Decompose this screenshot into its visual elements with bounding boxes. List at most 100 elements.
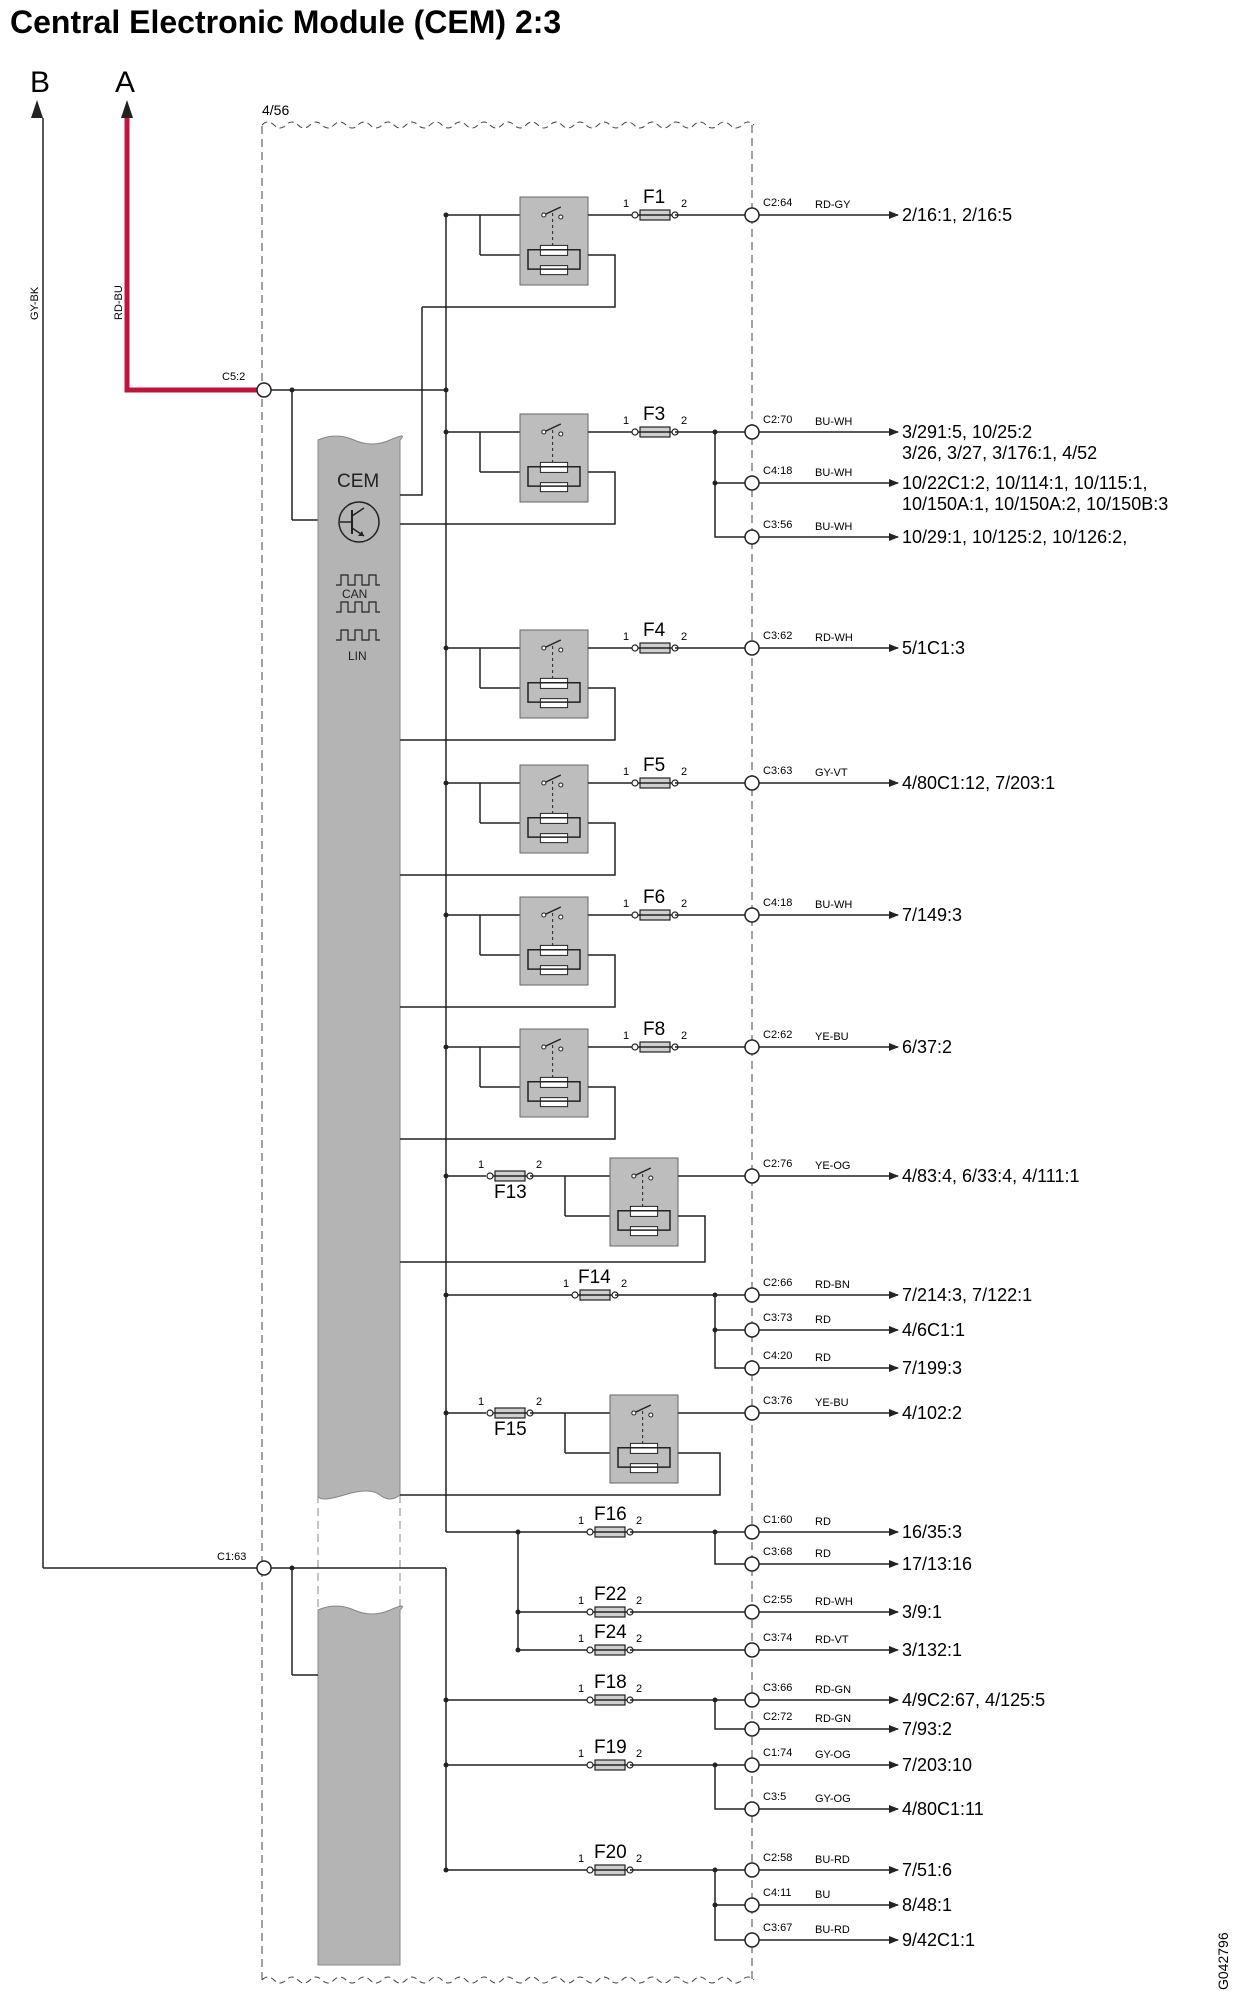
page-title: Central Electronic Module (CEM) 2:3: [10, 4, 561, 40]
control-wire: [400, 687, 616, 741]
destination-ref: 7/93:2: [902, 1719, 952, 1739]
relay-resistor: [539, 833, 569, 844]
connector-pin: C2:70: [763, 414, 792, 426]
fuse-pin-label: 1: [623, 631, 629, 643]
connector-terminal: [744, 1405, 760, 1421]
destination-ref: 7/199:3: [902, 1358, 962, 1378]
wire-color: GY-VT: [815, 767, 848, 779]
destination-ref: 3/132:1: [902, 1640, 962, 1660]
relay-terminal: [558, 214, 564, 220]
fuse-pin-label: 2: [536, 1159, 542, 1171]
connector-terminal: [744, 1556, 760, 1572]
connector-c5-2-terminal: [256, 382, 272, 398]
connector-pin: C3:74: [763, 1632, 792, 1644]
relay-contact: [543, 206, 562, 216]
fuse-pin-label: 2: [681, 766, 687, 778]
fuse-label: F13: [494, 1182, 527, 1203]
relay-resistor: [539, 265, 569, 276]
destination-ref: 17/13:16: [902, 1554, 972, 1574]
relay-diode-loop: [527, 466, 581, 487]
destination-ref: 7/203:10: [902, 1755, 972, 1775]
relay-diode-loop: [527, 817, 581, 838]
relay-terminal: [558, 914, 564, 920]
destination-ref: 6/37:2: [902, 1037, 952, 1057]
relay-terminal: [558, 1046, 564, 1052]
wire-color: RD-WH: [815, 632, 853, 644]
wire-color: BU-WH: [815, 467, 852, 479]
relay-contact: [633, 1167, 652, 1177]
destination-ref: 8/48:1: [902, 1895, 952, 1915]
wire-color: RD-GN: [815, 1684, 851, 1696]
fuse-pin: [586, 1608, 594, 1616]
relay-icon: [519, 196, 589, 286]
fuse-pin-label: 2: [681, 198, 687, 210]
destination-ref: 9/42C1:1: [902, 1930, 975, 1950]
connector-pin: C3:76: [763, 1395, 792, 1407]
connector-terminal: [744, 1168, 760, 1184]
fuse-pin: [586, 1528, 594, 1536]
fuse-pin-label: 2: [636, 1853, 642, 1865]
wire: [714, 1700, 745, 1730]
wire: [714, 1330, 745, 1369]
connector-pin: C2:62: [763, 1029, 792, 1041]
input-a-arrow: [121, 100, 133, 118]
connector-pin: C3:73: [763, 1312, 792, 1324]
fuse-label: F16: [594, 1504, 627, 1525]
fuse-pin-label: 2: [636, 1595, 642, 1607]
connector-terminal: [744, 529, 760, 545]
relay-contact: [543, 1038, 562, 1048]
wire-color: RD-WH: [815, 1596, 853, 1608]
connector-terminal: [744, 1721, 760, 1737]
connector-pin: C3:5: [763, 1791, 786, 1803]
connector-terminal: [744, 1322, 760, 1338]
connector-terminal: [744, 1897, 760, 1913]
connector-terminal: [744, 1604, 760, 1620]
can-bus-icon: [336, 574, 380, 613]
fuse-pin-label: 1: [578, 1853, 584, 1865]
relay-resistor: [629, 1226, 659, 1237]
wire-color: YE-OG: [815, 1160, 850, 1172]
connector-pin: C1:60: [763, 1514, 792, 1526]
wire-color: RD-BN: [815, 1279, 850, 1291]
fuse-pin: [486, 1172, 494, 1180]
relay-diode-loop: [527, 249, 581, 270]
relay-terminal: [631, 1410, 637, 1416]
input-a-label: A: [115, 66, 135, 99]
fuse-pin-label: 2: [681, 631, 687, 643]
control-wire: [400, 307, 423, 496]
fuse-pin: [631, 911, 639, 919]
connector-terminal: [744, 775, 760, 791]
relay-terminal: [648, 1412, 654, 1418]
module-ref: 4/56: [262, 102, 289, 118]
module-border-bottom: [261, 1976, 755, 1984]
fuse-pin-label: 2: [636, 1515, 642, 1527]
relay-terminal: [558, 647, 564, 653]
fuse-pin-label: 2: [636, 1748, 642, 1760]
fuse-pin: [631, 1043, 639, 1051]
wire-color: BU-RD: [815, 1924, 850, 1936]
wire: [714, 1765, 745, 1810]
destination-ref: 4/6C1:1: [902, 1320, 965, 1340]
fuse-pin-label: 1: [623, 766, 629, 778]
fuse-pin-label: 2: [636, 1633, 642, 1645]
relay-contact: [543, 639, 562, 649]
wire-color: RD-GY: [815, 199, 851, 211]
connector-c1-63: C1:63: [217, 1551, 246, 1563]
fuse-pin: [486, 1409, 494, 1417]
fuse-pin-label: 1: [623, 1030, 629, 1042]
relay-terminal: [541, 429, 547, 435]
cem-label: CEM: [337, 471, 379, 492]
destination-ref: 4/80C1:12, 7/203:1: [902, 773, 1055, 793]
connector-pin: C2:76: [763, 1158, 792, 1170]
fuse-pin: [631, 428, 639, 436]
relay-contact: [543, 423, 562, 433]
fuse-pin-label: 1: [578, 1633, 584, 1645]
relay-contact: [543, 906, 562, 916]
connector-c1-63-terminal: [256, 1560, 272, 1576]
connector-terminal: [744, 1524, 760, 1540]
connector-terminal: [744, 1932, 760, 1948]
fuse-pin-label: 1: [623, 415, 629, 427]
connector-pin: C2:58: [763, 1852, 792, 1864]
relay-resistor: [539, 698, 569, 709]
